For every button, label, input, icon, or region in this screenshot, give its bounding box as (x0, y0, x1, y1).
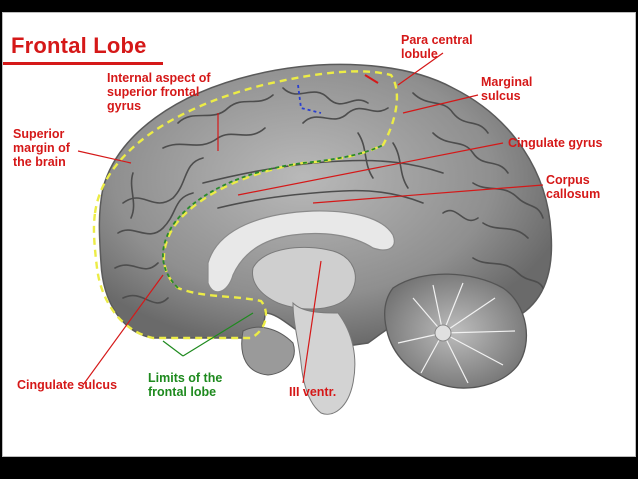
label-cingulate-sulcus: Cingulate sulcus (17, 378, 118, 392)
label-internal-aspect: Internal aspect of superior frontal gyru… (107, 71, 211, 113)
label-corpus-callosum: Corpus callosum (546, 173, 601, 201)
brainstem (292, 301, 356, 415)
slide: Frontal Lobe Para central lobule Interna… (2, 12, 636, 457)
red-marker (364, 74, 379, 84)
blue-marker (297, 84, 322, 114)
label-para-central-lobule: Para central lobule (401, 33, 473, 61)
cerebellum (384, 273, 528, 389)
label-superior-margin: Superior margin of the brain (13, 127, 70, 169)
pointer-lines (77, 52, 544, 386)
temporal-region (241, 326, 295, 376)
thalamus (252, 246, 356, 310)
title-underline (3, 62, 163, 65)
brain-diagram (77, 52, 553, 415)
label-iii-ventricle: III ventr. (289, 385, 337, 399)
green-pointer-lines (162, 312, 254, 357)
frontal-limit-yellow (92, 70, 399, 340)
gyri-pattern (114, 87, 544, 304)
frontal-limit-green (162, 144, 384, 289)
label-limits-frontal-lobe: Limits of the frontal lobe (148, 371, 223, 399)
corpus-callosum (207, 210, 395, 293)
page-title: Frontal Lobe (11, 33, 147, 58)
label-cingulate-gyrus: Cingulate gyrus (508, 136, 603, 150)
label-marginal-sulcus: Marginal sulcus (481, 75, 533, 103)
